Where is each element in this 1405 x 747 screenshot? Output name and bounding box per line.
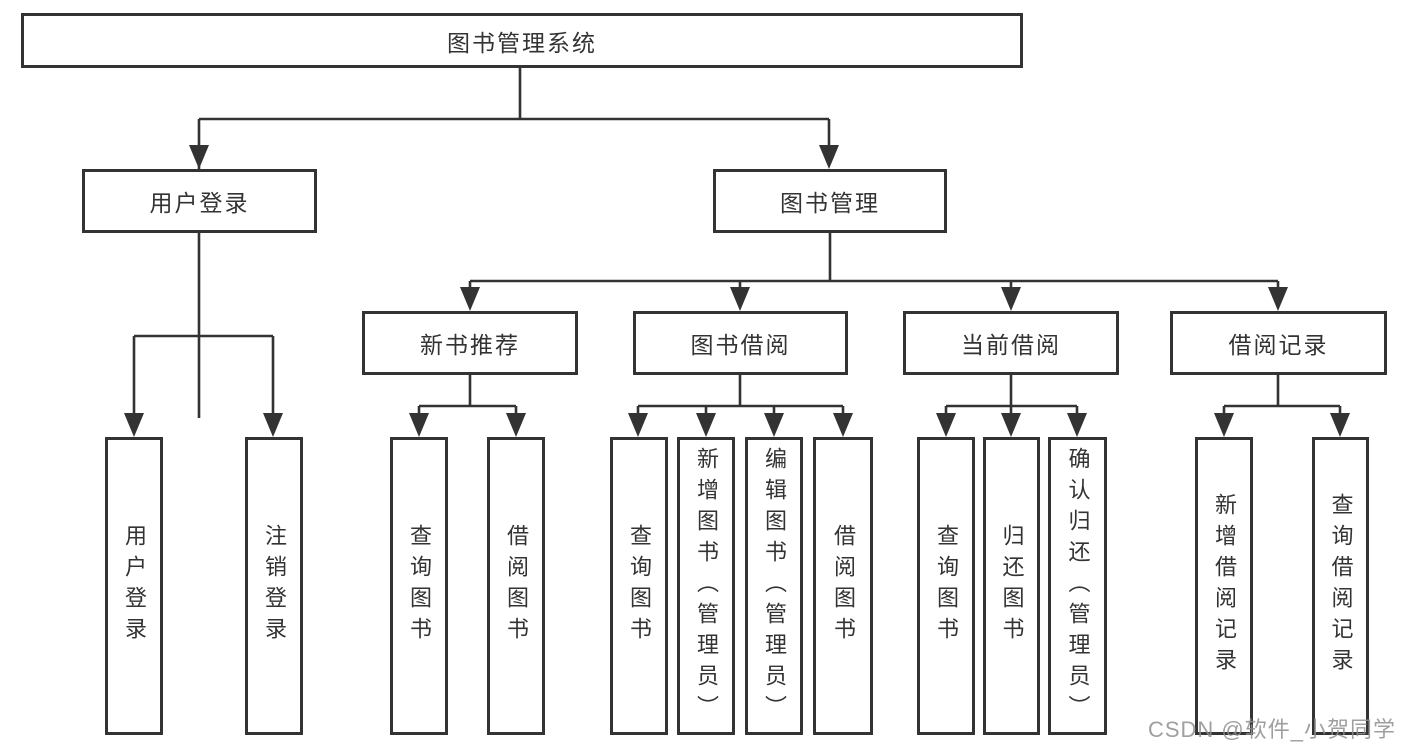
leaf-borrowing-query-books-label: 查询图书 [627, 524, 652, 648]
leaf-current-query-books-label: 查询图书 [934, 524, 959, 648]
leaf-add-borrow-record-label: 新增借阅记录 [1212, 493, 1237, 679]
leaf-current-query-books: 查询图书 [917, 437, 975, 735]
node-user-login: 用户登录 [82, 169, 317, 233]
leaf-confirm-return-admin: 确认归还（管理员） [1048, 437, 1107, 735]
node-borrowing-records: 借阅记录 [1170, 311, 1387, 375]
leaf-query-borrow-record: 查询借阅记录 [1312, 437, 1369, 735]
node-user-login-label: 用户登录 [149, 190, 250, 216]
leaf-logout-label: 注销登录 [262, 524, 287, 648]
csdn-watermark: CSDN @软件_小贺同学 [1147, 717, 1396, 742]
leaf-edit-books-admin: 编辑图书（管理员） [745, 437, 803, 735]
leaf-logout: 注销登录 [245, 437, 303, 735]
leaf-borrowing-borrow-books: 借阅图书 [813, 437, 873, 735]
leaf-user-login: 用户登录 [105, 437, 163, 735]
arrowheads [124, 145, 1350, 437]
node-book-management: 图书管理 [713, 169, 947, 233]
node-book-borrowing-label: 图书借阅 [690, 332, 791, 358]
node-book-management-label: 图书管理 [780, 190, 880, 216]
node-borrowing-records-label: 借阅记录 [1228, 332, 1329, 358]
leaf-user-login-label: 用户登录 [122, 524, 147, 648]
leaf-confirm-return-admin-label: 确认归还（管理员） [1065, 446, 1091, 726]
leaf-query-borrow-record-label: 查询借阅记录 [1328, 493, 1354, 679]
node-new-book-recommend: 新书推荐 [362, 311, 578, 375]
leaf-add-books-admin-label: 新增图书（管理员） [694, 446, 719, 726]
leaf-recommend-query-books: 查询图书 [390, 437, 448, 735]
leaf-recommend-query-books-label: 查询图书 [407, 524, 432, 648]
node-book-borrowing: 图书借阅 [633, 311, 848, 375]
leaf-return-books: 归还图书 [983, 437, 1040, 735]
leaf-borrowing-query-books: 查询图书 [610, 437, 668, 735]
node-current-borrowing-label: 当前借阅 [961, 332, 1061, 358]
node-current-borrowing: 当前借阅 [903, 311, 1119, 375]
node-root-label: 图书管理系统 [447, 29, 597, 56]
leaf-return-books-label: 归还图书 [999, 524, 1025, 648]
leaf-add-borrow-record: 新增借阅记录 [1195, 437, 1253, 735]
node-new-book-recommend-label: 新书推荐 [420, 332, 520, 358]
connector-lines [132, 68, 1342, 418]
node-root: 图书管理系统 [21, 13, 1023, 68]
leaf-borrowing-borrow-books-label: 借阅图书 [831, 524, 856, 648]
leaf-edit-books-admin-label: 编辑图书（管理员） [762, 446, 787, 726]
leaf-add-books-admin: 新增图书（管理员） [677, 437, 735, 735]
leaf-recommend-borrow-books: 借阅图书 [487, 437, 545, 735]
leaf-recommend-borrow-books-label: 借阅图书 [504, 524, 529, 648]
